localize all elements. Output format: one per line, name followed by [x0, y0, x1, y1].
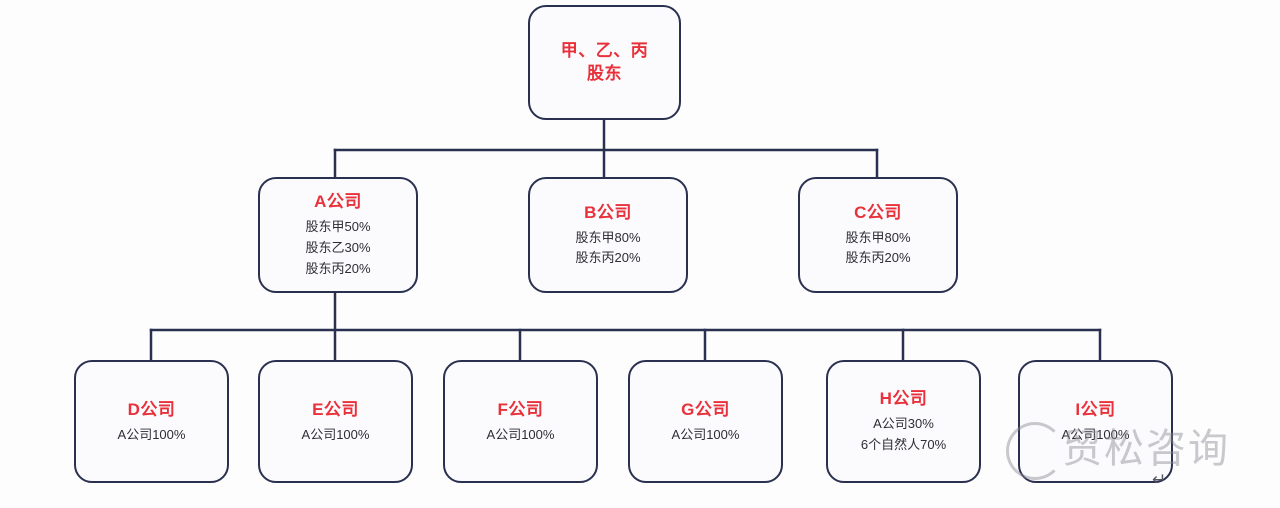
node-detail: A公司100% [301, 426, 370, 442]
node-title: H公司 [879, 389, 928, 409]
node-company-e[interactable]: E公司 A公司100% [258, 360, 413, 483]
node-detail: 股东丙20% [305, 260, 371, 276]
node-company-a[interactable]: A公司 股东甲50% 股东乙30% 股东丙20% [258, 177, 418, 293]
node-title: B公司 [584, 202, 632, 222]
node-detail: 股东甲50% [305, 219, 371, 235]
node-detail: 股东甲80% [845, 229, 911, 245]
node-company-i[interactable]: I公司 A公司100% [1018, 360, 1173, 483]
node-title: D公司 [127, 399, 176, 419]
node-company-g[interactable]: G公司 A公司100% [628, 360, 783, 483]
node-title-line2: 股东 [587, 63, 622, 83]
node-detail: A公司100% [1061, 426, 1130, 442]
node-company-h[interactable]: H公司 A公司30% 6个自然人70% [826, 360, 981, 483]
node-detail: A公司100% [486, 426, 555, 442]
node-detail: 6个自然人70% [860, 436, 947, 452]
node-title: G公司 [681, 399, 730, 419]
node-detail: 股东乙30% [305, 240, 371, 256]
node-detail: 股东甲80% [575, 229, 641, 245]
node-company-d[interactable]: D公司 A公司100% [74, 360, 229, 483]
node-detail: A公司100% [117, 426, 186, 442]
node-title: E公司 [312, 399, 359, 419]
node-shareholders[interactable]: 甲、乙、丙 股东 [528, 5, 681, 120]
paragraph-mark: ↵ [1152, 470, 1167, 489]
node-title: F公司 [497, 399, 544, 419]
node-detail: A公司100% [671, 426, 740, 442]
node-title: I公司 [1075, 399, 1116, 419]
node-detail: 股东丙20% [575, 250, 641, 266]
node-title: C公司 [854, 202, 902, 222]
node-title: A公司 [314, 192, 362, 212]
node-company-c[interactable]: C公司 股东甲80% 股东丙20% [798, 177, 958, 293]
node-company-b[interactable]: B公司 股东甲80% 股东丙20% [528, 177, 688, 293]
node-company-f[interactable]: F公司 A公司100% [443, 360, 598, 483]
node-title: 甲、乙、丙 [560, 40, 649, 60]
node-detail: A公司30% [873, 416, 934, 432]
node-detail: 股东丙20% [845, 250, 911, 266]
